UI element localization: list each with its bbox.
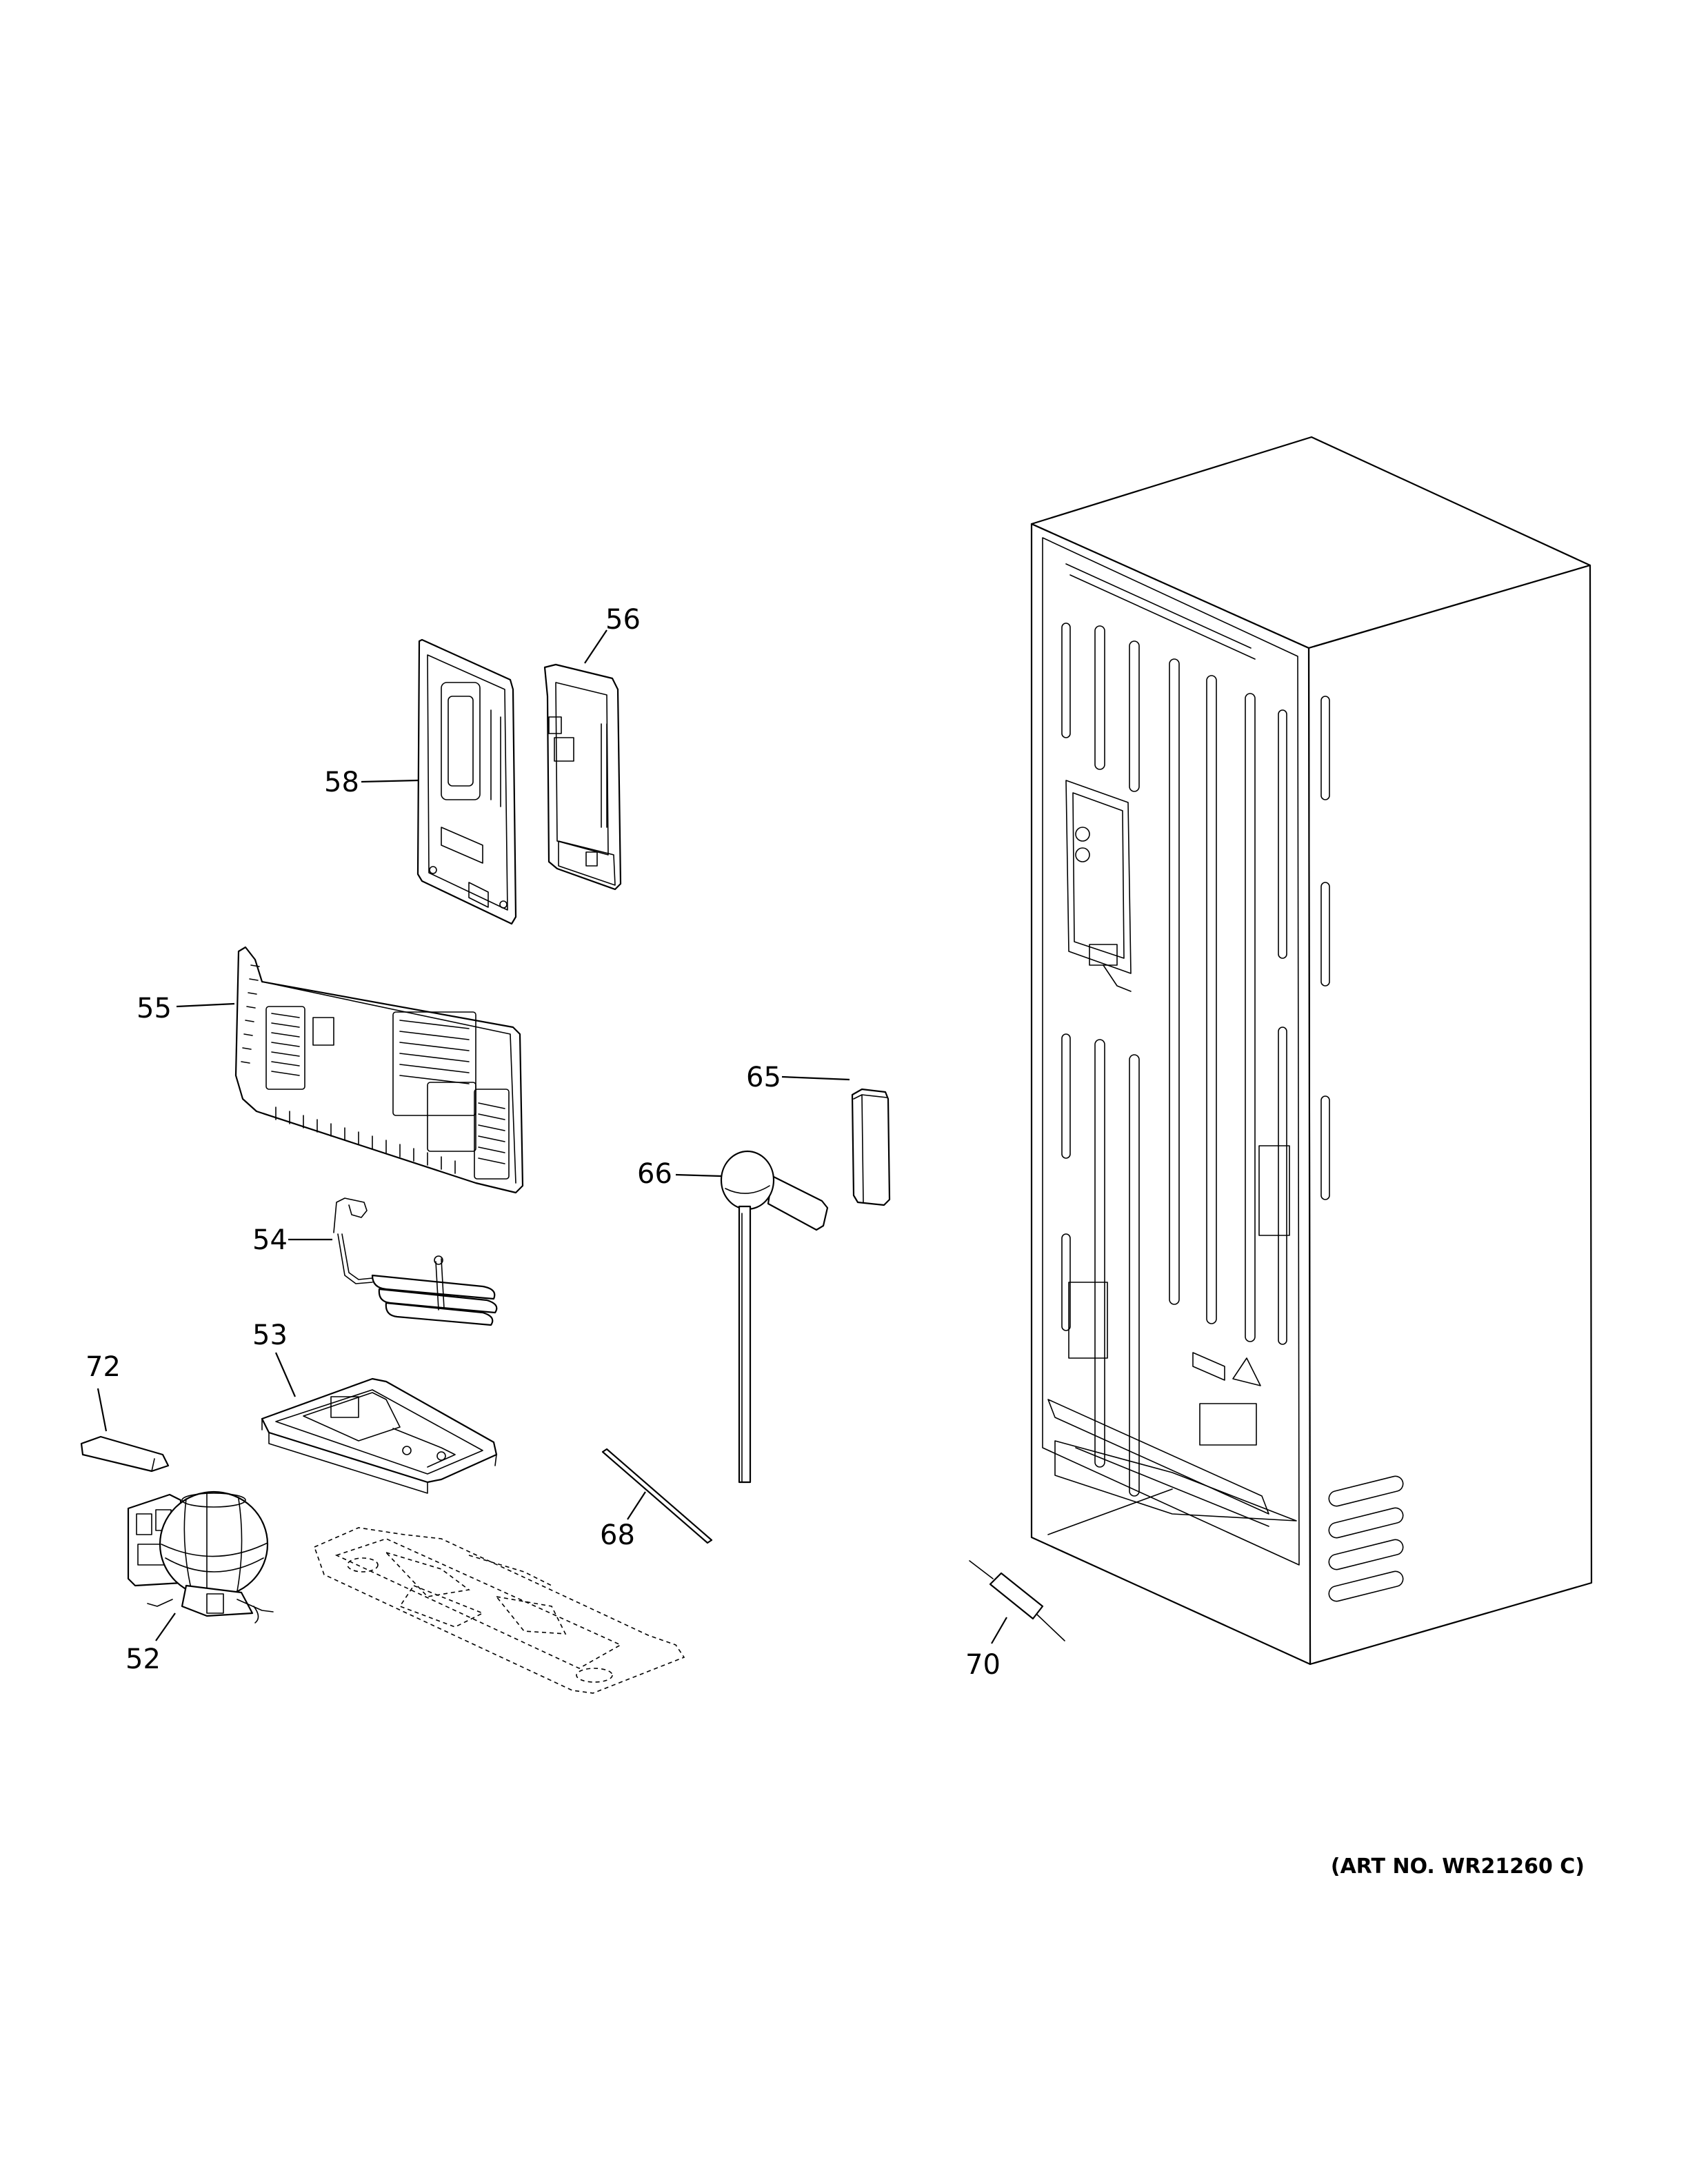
callout-70: 70	[965, 1649, 1001, 1681]
leader-68	[627, 1491, 646, 1520]
leader-65	[781, 1075, 850, 1081]
callout-53: 53	[252, 1320, 288, 1351]
part-65-foam-block	[851, 1088, 891, 1206]
callout-55: 55	[137, 993, 172, 1024]
part-52-compressor	[127, 1490, 274, 1624]
part-53-drain-pan	[261, 1377, 498, 1494]
callout-66: 66	[637, 1158, 672, 1190]
part-54-heater-coil	[333, 1197, 498, 1326]
callout-65: 65	[746, 1062, 781, 1093]
callout-58: 58	[324, 767, 359, 798]
base-pan-outline	[313, 1527, 685, 1694]
part-66-drain-tube	[720, 1150, 829, 1484]
leader-70	[991, 1617, 1007, 1644]
art-number: (ART NO. WR21260 C)	[1330, 1854, 1585, 1879]
part-72-block	[80, 1435, 170, 1473]
part-70-inline-component	[969, 1560, 1065, 1641]
callout-52: 52	[125, 1644, 161, 1675]
part-55-compartment-cover	[234, 946, 524, 1194]
leader-55	[176, 1002, 235, 1008]
leader-52	[155, 1612, 176, 1641]
callout-72: 72	[86, 1351, 121, 1383]
leader-66	[675, 1173, 722, 1177]
callout-56: 56	[605, 604, 641, 636]
callout-68: 68	[600, 1519, 635, 1551]
callout-54: 54	[252, 1224, 288, 1256]
leader-56	[584, 629, 607, 664]
part-56-control-bracket	[543, 663, 622, 891]
leader-53	[274, 1352, 297, 1397]
leader-58	[361, 779, 419, 783]
refrigerator-cabinet	[1030, 436, 1593, 1666]
part-58-cover-panel	[416, 638, 517, 925]
part-68-rod	[601, 1448, 713, 1544]
leader-72	[97, 1388, 108, 1432]
